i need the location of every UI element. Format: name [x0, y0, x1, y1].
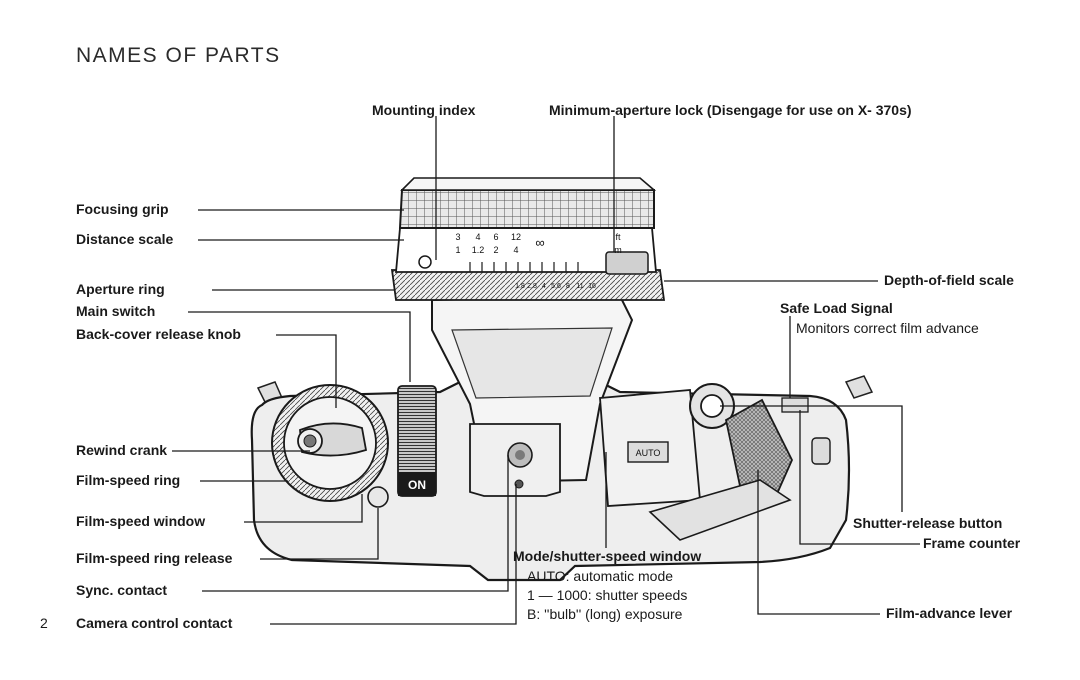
aperture-value-mark: 1.8 [515, 283, 525, 290]
auto-marking: AUTO [636, 448, 661, 458]
aperture-value-mark: 11 [576, 283, 583, 290]
on-marking: ON [408, 478, 426, 492]
infinity-mark: ∞ [535, 235, 544, 250]
label-aperture-ring: Aperture ring [76, 281, 165, 297]
distance-m-mark: 4 [513, 245, 518, 255]
label-mode-window: Mode/shutter-speed window [513, 548, 702, 564]
label-film-speed-ring: Film-speed ring [76, 472, 181, 488]
distance-m-mark: 1 [455, 245, 460, 255]
leader-shutter-release [720, 405, 903, 512]
aperture-value-mark: 8 [566, 283, 570, 290]
m-unit-mark: m [614, 245, 622, 255]
leader-film-speed-ring-release [260, 508, 379, 560]
leader-film-speed-window [244, 494, 363, 523]
label-min-aperture-lock: Minimum-aperture lock (Disengage for use… [549, 102, 912, 118]
mounting-index-dot [418, 255, 432, 269]
label-distance-scale: Distance scale [76, 231, 174, 247]
leader-sync-contact [202, 455, 509, 592]
label-mounting-index: Mounting index [372, 102, 476, 118]
strap-lug-right [844, 375, 874, 399]
label-sync-contact: Sync. contact [76, 582, 168, 598]
label-shutter-release-button: Shutter-release button [853, 515, 1003, 531]
ft-unit-mark: ft [615, 232, 621, 242]
film-advance-lever [724, 398, 793, 498]
label-mode-auto: AUTO: automatic mode [527, 568, 674, 584]
label-rewind-crank: Rewind crank [76, 442, 168, 458]
leader-camera-control [270, 484, 517, 625]
aperture-value-mark: 2.8 [527, 283, 537, 290]
label-back-cover-release: Back-cover release knob [76, 326, 241, 342]
label-safe-load-signal-desc: Monitors correct film advance [796, 320, 979, 336]
focusing-grip [398, 189, 655, 229]
camera-control-contact-pin [514, 479, 524, 489]
distance-m-mark: 1.2 [472, 245, 485, 255]
distance-m-mark: 2 [493, 245, 498, 255]
page-number: 2 [40, 615, 48, 631]
min-aperture-lock-tab [605, 251, 649, 275]
callout-leader-lines [172, 116, 920, 625]
film-speed-ring-release-button [367, 486, 389, 508]
leader-back-cover [276, 334, 337, 408]
label-mode-bulb: B: ''bulb'' (long) exposure [527, 606, 683, 622]
page-title: NAMES OF PARTS [76, 44, 281, 67]
frame-counter-window [781, 397, 809, 413]
distance-ft-mark: 12 [511, 232, 521, 242]
aperture-value-mark: 4 [542, 283, 546, 290]
distance-ft-mark: 4 [475, 232, 480, 242]
label-film-speed-window: Film-speed window [76, 513, 206, 529]
leader-main-switch [188, 311, 411, 382]
distance-ft-mark: 6 [493, 232, 498, 242]
label-film-speed-ring-release: Film-speed ring release [76, 550, 233, 566]
mode-window [627, 441, 669, 463]
leader-frame-counter [799, 410, 920, 545]
label-depth-of-field-scale: Depth-of-field scale [884, 272, 1014, 288]
label-main-switch: Main switch [76, 303, 156, 319]
aperture-value-mark: 5.6 [551, 283, 561, 290]
label-camera-control-contact: Camera control contact [76, 615, 233, 631]
distance-ft-mark: 3 [455, 232, 460, 242]
aperture-value-mark: 16 [588, 283, 596, 290]
label-mode-speeds: 1 — 1000: shutter speeds [527, 587, 688, 603]
label-safe-load-signal: Safe Load Signal [780, 300, 893, 316]
depth-of-field-ticks [469, 262, 579, 272]
label-film-advance-lever: Film-advance lever [886, 605, 1013, 621]
label-focusing-grip: Focusing grip [76, 201, 169, 217]
leader-film-advance-lever [757, 470, 880, 615]
label-frame-counter: Frame counter [923, 535, 1021, 551]
